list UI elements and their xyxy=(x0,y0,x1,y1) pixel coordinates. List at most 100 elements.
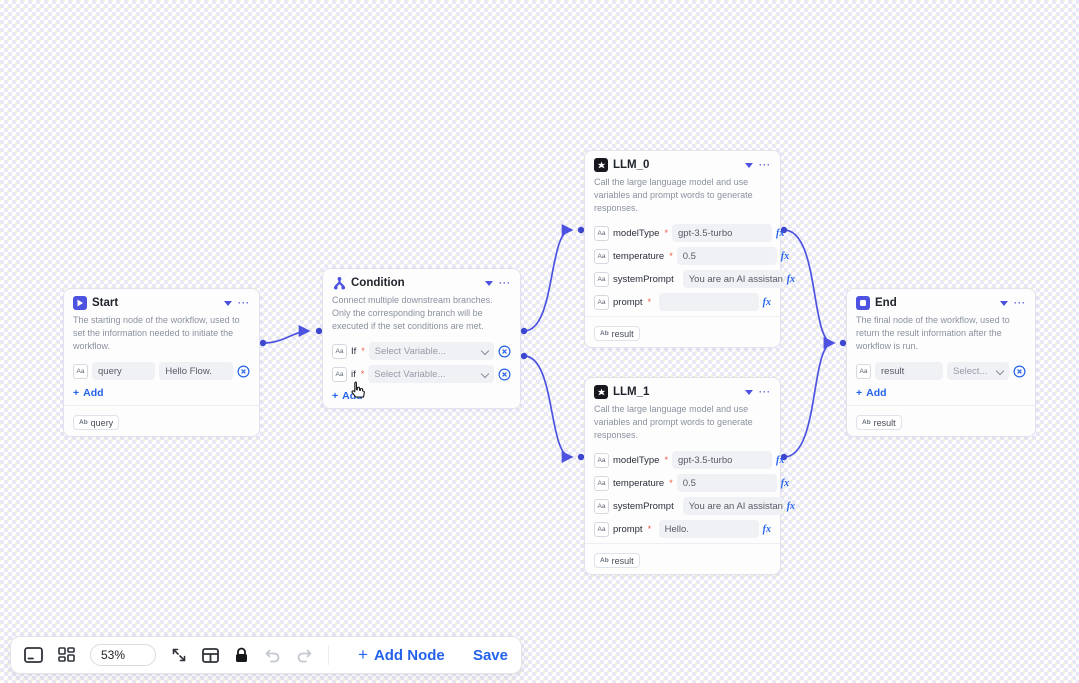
fx-expression-icon[interactable]: fx xyxy=(776,227,785,239)
add-condition-button[interactable]: + Add xyxy=(332,390,363,403)
node-start[interactable]: Start ··· The starting node of the workf… xyxy=(63,288,260,438)
node-title: Condition xyxy=(351,277,405,289)
add-variable-button[interactable]: + Add xyxy=(73,387,104,400)
table-view-button[interactable] xyxy=(202,647,219,663)
fx-expression-icon[interactable]: fx xyxy=(786,500,796,512)
node-llm1[interactable]: LLM_1 ··· Call the large language model … xyxy=(584,377,795,576)
output-chip[interactable]: Ab query xyxy=(73,415,120,431)
node-header: Start ··· xyxy=(64,289,259,312)
llm-node-icon xyxy=(594,158,608,172)
more-icon[interactable]: ··· xyxy=(499,277,511,288)
required-asterisk: * xyxy=(664,455,668,466)
node-title: End xyxy=(875,297,897,309)
collapse-icon[interactable] xyxy=(1000,300,1008,306)
lock-canvas-button[interactable] xyxy=(234,647,249,663)
param-value-field[interactable]: You are an AI assistant. xyxy=(682,270,783,289)
variable-name-field[interactable]: result xyxy=(875,362,943,381)
type-string-icon: Aa xyxy=(594,452,609,468)
param-value-field[interactable]: You are an AI assistant. xyxy=(682,497,783,516)
undo-button[interactable] xyxy=(264,648,281,663)
fx-expression-icon[interactable]: fx xyxy=(762,523,771,535)
edge-condition-llm1[interactable] xyxy=(523,355,574,463)
node-header: End ··· xyxy=(847,289,1035,312)
node-description: The starting node of the workflow, used … xyxy=(73,315,240,352)
select-value-dropdown[interactable]: Select... xyxy=(947,362,1009,381)
llm-node-icon xyxy=(594,385,608,399)
edge-condition-llm0[interactable] xyxy=(523,224,574,332)
param-value-field[interactable]: gpt-3.5-turbo xyxy=(672,451,772,470)
param-value-field[interactable] xyxy=(658,293,759,312)
param-row: Aa systemPrompt You are an AI assistant.… xyxy=(594,497,795,516)
collapse-icon[interactable] xyxy=(485,280,493,286)
param-row: Aa prompt * Hello. fx xyxy=(594,520,771,539)
node-description: Call the large language model and use va… xyxy=(594,177,753,214)
fx-expression-icon[interactable]: fx xyxy=(780,477,790,489)
variable-row: Aa query Hello Flow. xyxy=(73,362,250,381)
save-button[interactable]: Save xyxy=(472,646,508,664)
start-node-icon xyxy=(73,296,87,310)
node-header: LLM_0 ··· xyxy=(585,151,780,174)
fx-expression-icon[interactable]: fx xyxy=(776,454,785,466)
param-value-field[interactable]: 0.5 xyxy=(676,247,777,266)
required-asterisk: * xyxy=(647,297,652,308)
param-value-field[interactable]: gpt-3.5-turbo xyxy=(672,224,772,243)
node-outputs: Ab query xyxy=(64,405,259,436)
zoom-level-input[interactable] xyxy=(90,644,156,666)
minimap-toggle-button[interactable] xyxy=(24,647,43,663)
clear-condition-icon[interactable] xyxy=(498,368,511,381)
clear-condition-icon[interactable] xyxy=(498,345,511,358)
param-row: Aa modelType * gpt-3.5-turbo fx xyxy=(594,224,784,243)
more-icon[interactable]: ··· xyxy=(759,159,771,170)
collapse-icon[interactable] xyxy=(745,162,753,168)
type-string-icon: Aa xyxy=(594,498,609,514)
collapse-icon[interactable] xyxy=(224,300,232,306)
fit-view-button[interactable] xyxy=(171,647,187,663)
node-outputs: Ab result xyxy=(585,543,780,574)
fx-expression-icon[interactable]: fx xyxy=(786,273,796,285)
fx-expression-icon[interactable]: fx xyxy=(780,250,790,262)
output-chip[interactable]: Ab result xyxy=(594,326,640,342)
add-variable-button[interactable]: + Add xyxy=(856,387,887,400)
port-start-out[interactable] xyxy=(259,339,267,347)
add-node-button[interactable]: + Add Node xyxy=(358,645,445,664)
type-string-icon: Ab xyxy=(600,557,609,565)
type-string-icon: Aa xyxy=(73,363,88,379)
redo-button[interactable] xyxy=(296,648,313,663)
overview-grid-button[interactable] xyxy=(58,646,75,664)
more-icon[interactable]: ··· xyxy=(238,297,250,308)
edge-start-condition[interactable] xyxy=(262,325,311,344)
end-node-icon xyxy=(856,296,870,310)
type-string-icon: Ab xyxy=(79,419,88,427)
node-description: The final node of the workflow, used to … xyxy=(856,315,1010,352)
more-icon[interactable]: ··· xyxy=(759,386,771,397)
type-string-icon: Aa xyxy=(332,366,347,382)
param-value-field[interactable]: 0.5 xyxy=(676,474,777,493)
node-condition[interactable]: Condition ··· Connect multiple downstrea… xyxy=(322,268,521,410)
edge-llm0-end[interactable] xyxy=(783,229,836,349)
output-chip[interactable]: Ab result xyxy=(594,553,640,569)
node-llm0[interactable]: LLM_0 ··· Call the large language model … xyxy=(584,150,795,349)
plus-icon: + xyxy=(856,387,863,400)
node-title: LLM_1 xyxy=(613,386,650,398)
port-condition-out-2[interactable] xyxy=(520,352,528,360)
fx-expression-icon[interactable]: fx xyxy=(762,296,771,308)
node-title: Start xyxy=(92,297,119,309)
clear-variable-icon[interactable] xyxy=(237,365,250,378)
collapse-icon[interactable] xyxy=(745,389,753,395)
edge-llm1-end[interactable] xyxy=(783,337,836,458)
more-icon[interactable]: ··· xyxy=(1014,297,1026,308)
node-outputs: Ab result xyxy=(847,405,1035,436)
required-asterisk: * xyxy=(361,346,365,357)
node-header: LLM_1 ··· xyxy=(585,378,780,401)
select-variable-dropdown[interactable]: Select Variable... xyxy=(368,342,494,361)
node-description: Call the large language model and use va… xyxy=(594,404,753,441)
clear-variable-icon[interactable] xyxy=(1013,365,1026,378)
param-value-field[interactable]: Hello. xyxy=(658,520,759,539)
select-variable-dropdown[interactable]: Select Variable... xyxy=(368,365,494,384)
node-end[interactable]: End ··· The final node of the workflow, … xyxy=(846,288,1036,438)
port-condition-out-1[interactable] xyxy=(520,327,528,335)
output-chip[interactable]: Ab result xyxy=(856,415,902,431)
variable-value-field[interactable]: Hello Flow. xyxy=(159,362,233,381)
variable-name-field[interactable]: query xyxy=(92,362,156,381)
condition-row: Aa if * Select Variable... xyxy=(332,365,511,384)
